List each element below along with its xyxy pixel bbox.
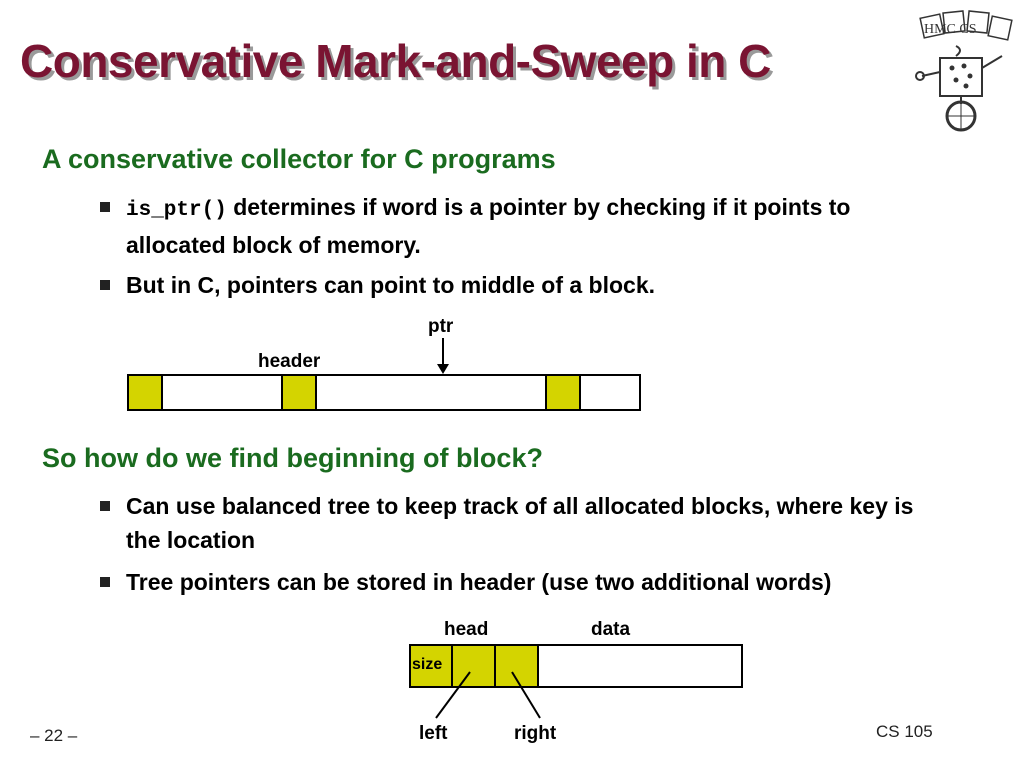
bullet-text: Tree pointers can be stored in header (u…: [126, 569, 832, 595]
header-word-2: [281, 374, 317, 411]
ptr-arrowhead: [437, 364, 449, 374]
bullet-is-ptr: is_ptr() determines if word is a pointer…: [100, 190, 930, 262]
page-number: – 22 –: [30, 726, 78, 745]
left-label: left: [419, 723, 448, 744]
ptr-label: ptr: [428, 316, 454, 337]
bullet-text: is_ptr() determines if word is a pointer…: [126, 190, 930, 262]
bullet-text: But in C, pointers can point to middle o…: [126, 272, 656, 298]
course-label: CS 105: [876, 722, 933, 741]
right-ptr-word: [494, 644, 539, 688]
right-label: right: [514, 723, 557, 744]
section1-heading: A conservative collector for C programs: [42, 144, 556, 174]
section2-heading: So how do we find beginning of block?: [42, 443, 543, 473]
bullet-middle-of-block: But in C, pointers can point to middle o…: [100, 268, 930, 302]
code-is-ptr: is_ptr(): [126, 199, 227, 222]
data-label: data: [591, 619, 631, 640]
head-label: head: [444, 619, 489, 640]
header-word-1: [127, 374, 163, 411]
bullet-balanced-tree: Can use balanced tree to keep track of a…: [100, 489, 930, 557]
right-pointer-line: [511, 671, 541, 719]
slide-title: Conservative Mark-and-Sweep in C: [20, 35, 771, 87]
bullet-tree-pointers: Tree pointers can be stored in header (u…: [100, 565, 930, 599]
hmc-cs-logo: HMC CS: [915, 10, 1013, 132]
left-ptr-word: [451, 644, 496, 688]
header-label: header: [258, 351, 321, 372]
block-outline: [409, 644, 743, 688]
size-label: size: [412, 656, 443, 673]
bullet-marker: [100, 280, 110, 290]
logo-text: HMC CS: [924, 22, 977, 37]
left-pointer-line: [435, 671, 471, 719]
bullet-marker: [100, 501, 110, 511]
bullet-marker: [100, 577, 110, 587]
header-word-3: [545, 374, 581, 411]
bullet-is-ptr-text: determines if word is a pointer by check…: [126, 194, 851, 258]
memory-strip: [127, 374, 641, 411]
bullet-text: Can use balanced tree to keep track of a…: [126, 493, 914, 553]
bullet-marker: [100, 202, 110, 212]
